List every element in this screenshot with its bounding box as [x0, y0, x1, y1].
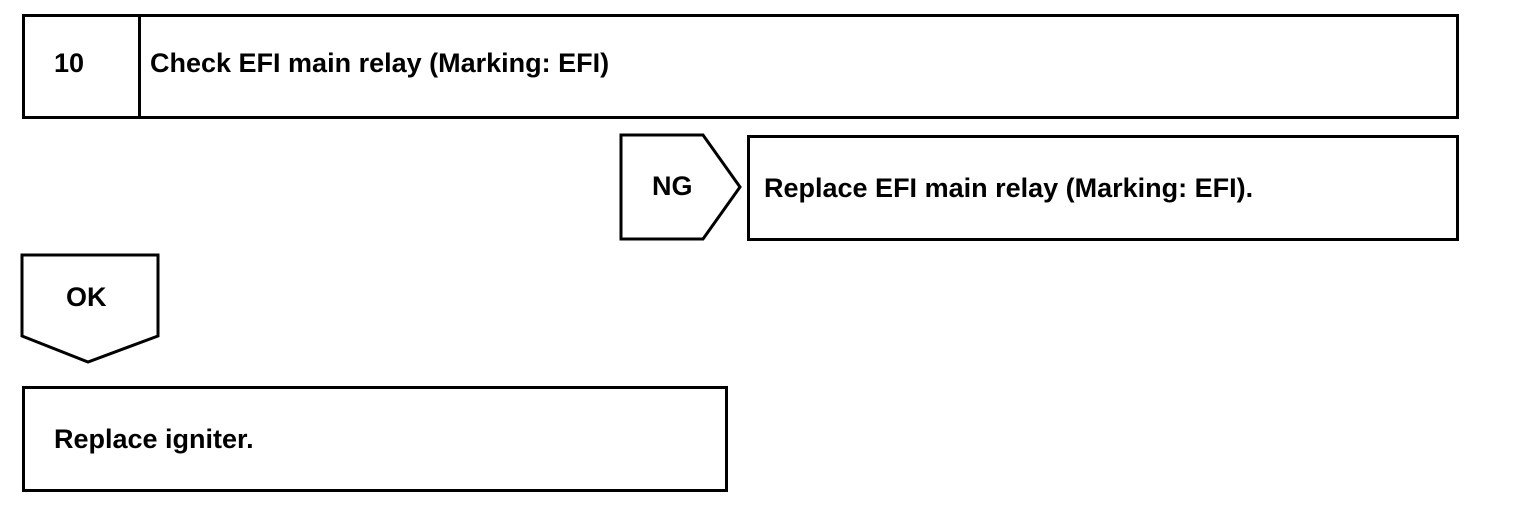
ok-arrow-shape	[20, 253, 160, 364]
ng-action-box	[747, 135, 1459, 241]
step-number: 10	[54, 48, 85, 78]
step-title: Check EFI main relay (Marking: EFI)	[150, 48, 610, 78]
ng-label: NG	[652, 171, 693, 201]
ng-action-text: Replace EFI main relay (Marking: EFI).	[764, 173, 1254, 203]
step-header-box	[22, 14, 1459, 119]
ok-label: OK	[66, 282, 107, 312]
ok-action-box	[22, 386, 728, 492]
step-number-divider	[138, 17, 141, 116]
ng-arrow-shape	[619, 133, 742, 241]
ok-action-text: Replace igniter.	[54, 424, 254, 454]
